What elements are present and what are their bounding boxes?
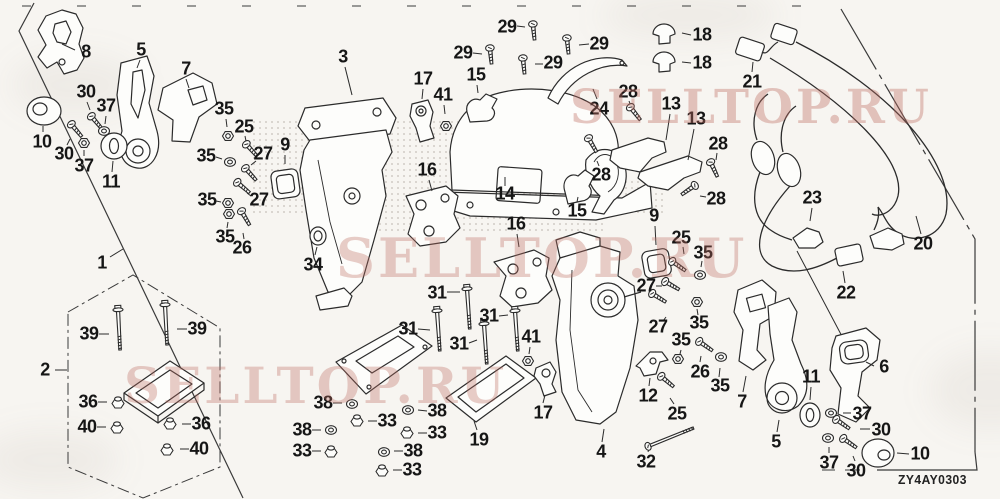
part-number-label: 27 xyxy=(249,189,269,210)
part-number-label: 29 xyxy=(453,42,473,63)
part-number-label: 11 xyxy=(101,171,121,192)
part-number-label: 16 xyxy=(417,159,437,180)
part-number-label: 35 xyxy=(671,329,691,350)
part-number-label: 28 xyxy=(618,81,638,102)
part-number-label: 18 xyxy=(692,52,712,73)
part-number-label: 30 xyxy=(846,460,866,481)
part-number-label: 27 xyxy=(648,316,668,337)
part-number-label: 35 xyxy=(215,226,235,247)
part-number-label: 21 xyxy=(742,71,762,92)
part-number-label: 38 xyxy=(427,400,447,421)
part-number-label: 39 xyxy=(79,323,99,344)
part-number-label: 41 xyxy=(433,84,453,105)
part-number-label: 7 xyxy=(181,58,191,79)
part-number-label: 35 xyxy=(710,375,730,396)
part-number-label: 32 xyxy=(636,451,656,472)
part-number-label: 36 xyxy=(78,391,98,412)
part-number-label: 28 xyxy=(591,164,611,185)
part-number-label: 31 xyxy=(398,318,418,339)
part-number-label: 33 xyxy=(427,422,447,443)
part-number-label: 38 xyxy=(403,440,423,461)
cable-drawings xyxy=(753,41,948,343)
part-number-label: 17 xyxy=(413,68,433,89)
part-number-label: 41 xyxy=(521,326,541,347)
part-number-label: 1 xyxy=(97,252,107,273)
part-number-label: 29 xyxy=(589,33,609,54)
part-number-label: 4 xyxy=(596,441,606,462)
part-number-label: 15 xyxy=(567,200,587,221)
part-number-label: 3 xyxy=(338,46,348,67)
part-number-label: 35 xyxy=(689,312,709,333)
part-number-label: 25 xyxy=(671,227,691,248)
part-number-label: 26 xyxy=(690,361,710,382)
part-number-label: 5 xyxy=(771,431,781,452)
part-number-label: 14 xyxy=(495,183,515,204)
part-number-label: 25 xyxy=(667,403,687,424)
part-number-label: 12 xyxy=(638,385,658,406)
part-number-label: 15 xyxy=(466,64,486,85)
part-number-label: 19 xyxy=(469,429,489,450)
part-number-label: 40 xyxy=(189,438,209,459)
part-number-label: 37 xyxy=(74,155,94,176)
diagram-code: ZY4AY0303 xyxy=(898,472,967,487)
part-number-label: 30 xyxy=(54,143,74,164)
part-number-label: 31 xyxy=(449,333,469,354)
part-number-label: 25 xyxy=(234,116,254,137)
part-number-label: 26 xyxy=(232,237,252,258)
part-number-label: 31 xyxy=(479,305,499,326)
scan-noise xyxy=(600,0,780,40)
part-number-label: 17 xyxy=(533,402,553,423)
part-number-label: 29 xyxy=(497,16,517,37)
part-number-label: 35 xyxy=(196,145,216,166)
part-number-label: 30 xyxy=(871,419,891,440)
part-number-label: 2 xyxy=(40,359,50,380)
part-number-label: 29 xyxy=(543,52,563,73)
part-number-label: 39 xyxy=(187,318,207,339)
part-number-label: 20 xyxy=(913,233,933,254)
part-number-label: 27 xyxy=(253,143,273,164)
part-number-label: 10 xyxy=(32,131,52,152)
part-number-label: 28 xyxy=(708,133,728,154)
part-number-label: 9 xyxy=(649,205,659,226)
part-number-label: 30 xyxy=(76,81,96,102)
part-number-label: 5 xyxy=(136,39,146,60)
fastener-glyphs xyxy=(66,20,858,477)
part-number-label: 33 xyxy=(377,410,397,431)
part-number-label: 38 xyxy=(313,392,333,413)
part-number-label: 23 xyxy=(802,187,822,208)
part-number-label: 33 xyxy=(292,440,312,461)
part-number-label: 37 xyxy=(819,452,839,473)
sheet-border xyxy=(18,2,978,499)
part-number-label: 36 xyxy=(191,413,211,434)
part-number-label: 35 xyxy=(214,98,234,119)
part-number-label: 38 xyxy=(292,419,312,440)
part-number-label: 22 xyxy=(836,282,856,303)
part-number-label: 6 xyxy=(879,356,889,377)
part-number-label: 9 xyxy=(280,134,290,155)
part-number-label: 35 xyxy=(197,189,217,210)
part-number-label: 37 xyxy=(852,403,872,424)
part-number-label: 7 xyxy=(737,391,747,412)
part-number-label: 33 xyxy=(402,459,422,480)
leader-lines xyxy=(42,25,922,471)
part-number-label: 31 xyxy=(427,282,447,303)
part-number-label: 35 xyxy=(693,242,713,263)
part-number-label: 13 xyxy=(686,108,706,129)
part-number-label: 37 xyxy=(96,95,116,116)
part-number-label: 34 xyxy=(303,254,323,275)
part-number-label: 10 xyxy=(910,443,930,464)
part-number-label: 16 xyxy=(506,213,526,234)
part-number-label: 18 xyxy=(692,24,712,45)
part-number-label: 24 xyxy=(589,98,609,119)
part-drawings xyxy=(26,9,905,468)
part-number-label: 13 xyxy=(661,93,681,114)
part-number-label: 27 xyxy=(636,275,656,296)
part-number-label: 40 xyxy=(77,416,97,437)
part-number-label: 11 xyxy=(801,366,821,387)
part-number-label: 28 xyxy=(706,188,726,209)
part-number-label: 8 xyxy=(81,41,91,62)
